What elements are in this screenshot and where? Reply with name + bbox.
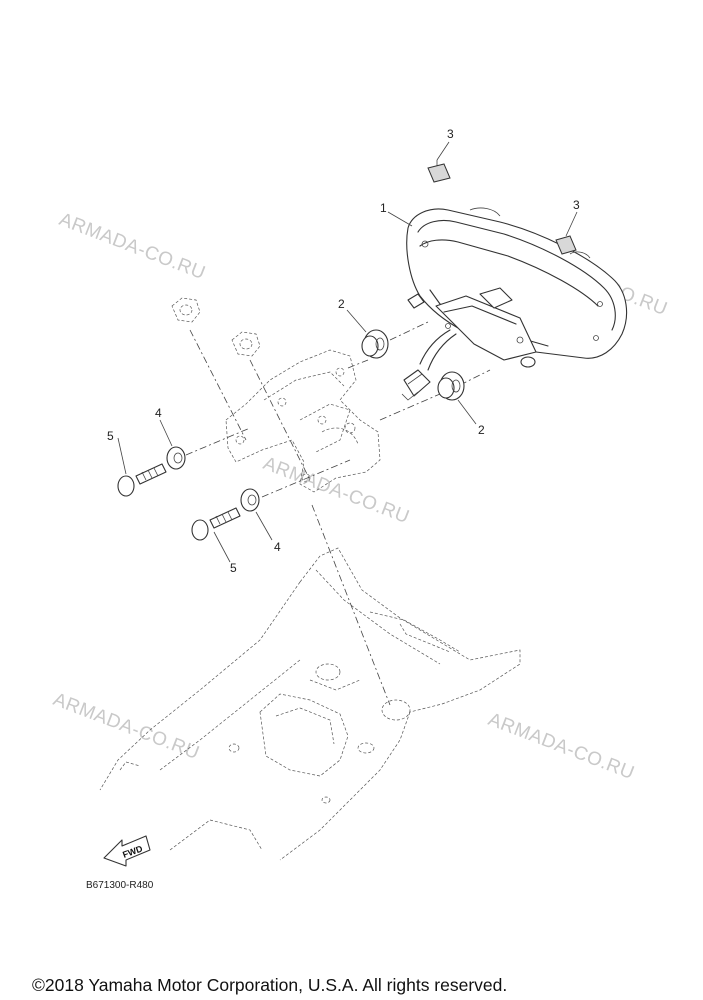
- callout-label: 4: [274, 540, 281, 554]
- drawing-code: B671300-R480: [86, 880, 154, 891]
- callout-label: 3: [447, 127, 454, 141]
- copyright-notice: ©2018 Yamaha Motor Corporation, U.S.A. A…: [32, 975, 507, 995]
- callouts: 1 2 2 3 3 4 4 5 5: [107, 127, 580, 575]
- nuts: [171, 297, 261, 357]
- front-cowl: [99, 547, 521, 861]
- bolts: [117, 463, 241, 541]
- watermark: ARMADA-CO.RU: [485, 709, 637, 784]
- grommets: [361, 329, 465, 401]
- callout-label: 1: [380, 201, 387, 215]
- meter-bracket: [225, 349, 381, 493]
- callout-label: 2: [338, 297, 345, 311]
- callout-label: 2: [478, 423, 485, 437]
- callout-label: 3: [573, 198, 580, 212]
- watermark: ARMADA-CO.RU: [50, 689, 202, 764]
- meter-assembly: [401, 207, 628, 401]
- callout-label: 4: [155, 406, 162, 420]
- fwd-arrow-icon: FWD: [103, 835, 151, 867]
- watermark: ARMADA-CO.RU: [56, 209, 208, 284]
- washers: [166, 446, 260, 512]
- pad-parts: [427, 163, 577, 255]
- leader-lines: [117, 141, 578, 563]
- callout-label: 5: [107, 429, 114, 443]
- watermark: ARMADA-CO.RU: [260, 453, 412, 528]
- callout-label: 5: [230, 561, 237, 575]
